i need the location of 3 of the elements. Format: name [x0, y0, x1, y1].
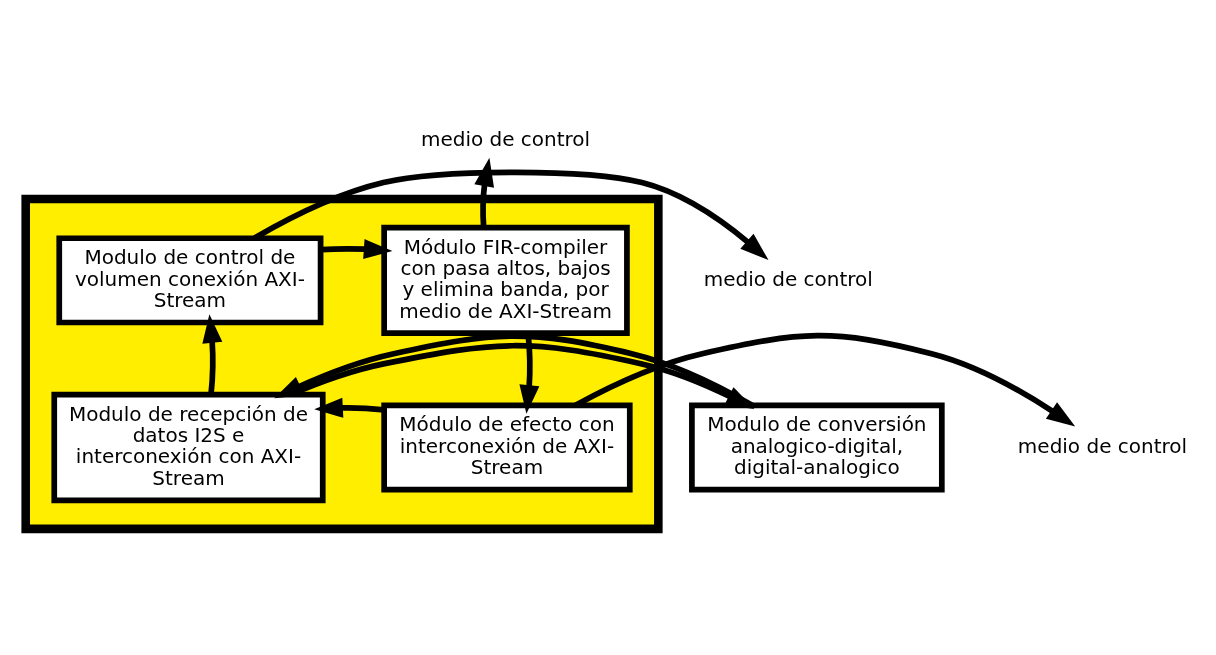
node-text: medio de control: [420, 126, 591, 151]
node-text: medio de control: [703, 266, 873, 291]
node-text: medio de control: [1017, 433, 1188, 458]
